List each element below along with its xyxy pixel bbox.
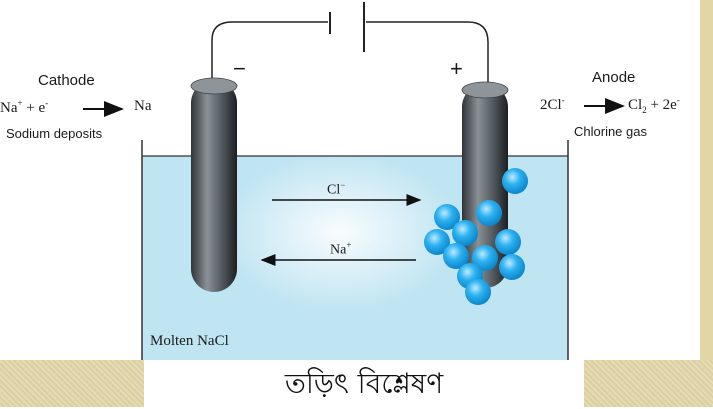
cathode-electrode-top xyxy=(190,77,238,95)
chlorine-bubble xyxy=(452,220,478,246)
chlorine-gas-label: Chlorine gas xyxy=(574,124,647,139)
chlorine-bubble xyxy=(443,243,469,269)
beaker-outline xyxy=(141,140,569,360)
circuit-wire-right xyxy=(366,21,489,86)
chlorine-bubble xyxy=(502,168,528,194)
chlorine-bubble xyxy=(476,200,502,226)
cathode-reaction-reactant: Na xyxy=(0,100,18,116)
sodium-deposits-label: Sodium deposits xyxy=(6,126,103,141)
anode-sign: + xyxy=(450,56,463,81)
anode-electrode-top xyxy=(461,81,509,99)
electrolysis-diagram xyxy=(83,2,625,360)
electrolyte-label: Molten NaCl xyxy=(150,333,229,349)
anode-reaction-reactant: 2Cl- xyxy=(540,95,565,113)
chlorine-bubble xyxy=(499,254,525,280)
chlorine-bubble xyxy=(465,279,491,305)
cathode-reaction: Na+ + e- xyxy=(0,98,49,116)
chloride-ion-label: Cl− xyxy=(327,180,346,198)
anode-label: Anode xyxy=(592,69,636,86)
solution-glow xyxy=(220,152,460,312)
chlorine-bubble xyxy=(434,204,460,230)
caption-panel xyxy=(144,360,584,407)
anode-reaction-product: Cl2 + 2e- xyxy=(628,95,680,115)
cathode-reaction-product: Na xyxy=(134,98,152,114)
caption-title: তড়িৎ বিশ্লেষণ xyxy=(284,367,444,400)
chlorine-bubble xyxy=(472,245,498,271)
sodium-ion-label: Na+ xyxy=(330,240,352,258)
chlorine-bubble xyxy=(495,229,521,255)
cathode-label: Cathode xyxy=(38,72,95,89)
chlorine-bubbles xyxy=(424,168,528,305)
chlorine-bubble xyxy=(424,229,450,255)
cathode-electrode xyxy=(191,80,237,292)
cathode-sign: − xyxy=(233,56,246,81)
circuit-wire xyxy=(211,21,328,84)
decorative-border-right xyxy=(700,0,713,360)
